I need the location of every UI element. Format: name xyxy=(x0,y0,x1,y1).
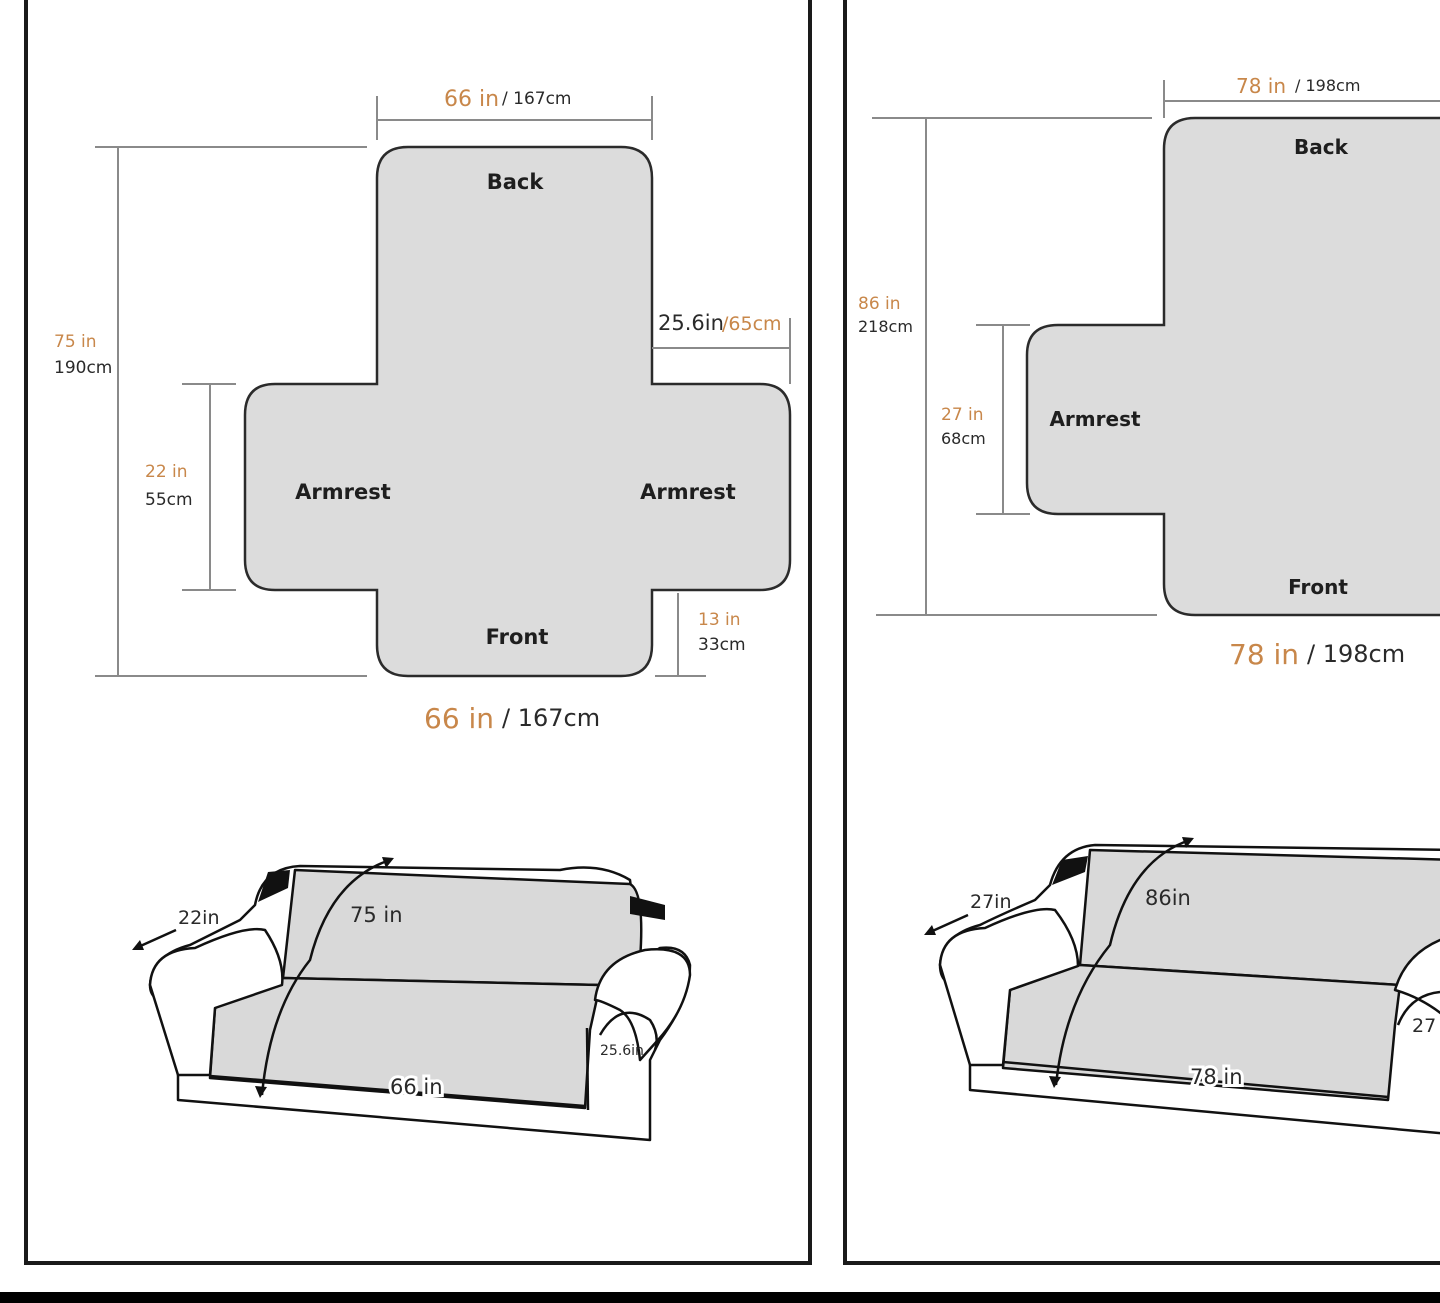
right-bottom-width-cm: / 198cm xyxy=(1307,640,1405,668)
left-arm-depth-in: 22 in xyxy=(145,462,188,482)
left-armrest-label: Armrest xyxy=(295,480,391,504)
left-arm-width-in: 25.6in xyxy=(658,311,724,335)
right-arm-depth-in: 27 in xyxy=(941,405,984,425)
left-arm-width-cm: /65cm xyxy=(722,313,782,335)
left-sofa-illustration: 75 in 22in 66 in 25.6in xyxy=(132,857,692,1142)
left-sofa-left-arm xyxy=(148,927,284,1077)
left-front-drop-in: 13 in xyxy=(698,610,741,630)
left-arm-depth-cm: 55cm xyxy=(145,490,193,510)
left-top-width-in: 66 in xyxy=(444,87,499,112)
left-back-label: Back xyxy=(487,170,545,194)
right-back-label: Back xyxy=(1294,135,1349,159)
left-cover-shape xyxy=(243,145,792,678)
left-sofa-width-label: 66 in xyxy=(390,1075,443,1099)
arrow-head xyxy=(924,925,936,935)
arrow-head xyxy=(382,857,394,868)
left-panel-frame xyxy=(24,0,812,1265)
right-front-label: Front xyxy=(1288,575,1348,599)
right-sofa-length-label: 86in xyxy=(1145,886,1191,910)
right-top-width-in: 78 in xyxy=(1236,74,1286,98)
right-sofa-left-arm xyxy=(938,907,1080,1067)
arrow-head xyxy=(255,1086,267,1098)
right-arm-depth-cm: 68cm xyxy=(941,429,986,448)
right-sofa-length-arrow xyxy=(1054,838,1191,1086)
left-sofa-armwidth-arrow xyxy=(598,1011,658,1051)
right-armrest-label: Armrest xyxy=(640,480,736,504)
left-bottom-width-in: 66 in xyxy=(424,702,494,735)
arrow-head xyxy=(1182,837,1194,848)
right-sofa-armwidth-label: 27 xyxy=(1412,1015,1436,1037)
left-sofa-length-arrow xyxy=(260,858,391,1096)
right-cover-plan: 78 in / 198cm 86 in 218cm 27 in 68cm Bac… xyxy=(858,74,1440,671)
left-sofa-back-cover xyxy=(281,868,643,987)
right-sofa-strap xyxy=(1052,856,1088,885)
right-length-in: 86 in xyxy=(858,294,901,314)
right-sofa-illustration: 86in 27in 78 in 27 xyxy=(924,837,1440,1135)
left-length-cm: 190cm xyxy=(54,358,112,378)
left-front-drop-cm: 33cm xyxy=(698,635,746,655)
right-sofa-arm-arrow xyxy=(927,913,969,935)
arrow-head xyxy=(1049,1076,1061,1088)
left-sofa-arm-arrow xyxy=(135,928,177,950)
left-sofa-strap xyxy=(630,896,665,920)
right-sofa-arm-label: 27in xyxy=(970,891,1012,913)
left-cover-plan: 66 in / 167cm 75 in 190cm 22 in 55cm 25.… xyxy=(54,87,792,735)
right-panel-frame xyxy=(843,0,1440,1265)
left-top-width-cm: / 167cm xyxy=(502,89,572,109)
right-sofa-seat-cover xyxy=(1001,963,1402,1102)
right-cover-shape xyxy=(1025,116,1440,617)
left-sofa-seat-edge xyxy=(585,1027,590,1111)
right-length-cm: 218cm xyxy=(858,317,913,336)
left-length-in: 75 in xyxy=(54,332,97,352)
left-bottom-width-cm: / 167cm xyxy=(502,704,600,732)
bottom-black-bar xyxy=(0,1292,1440,1303)
left-sofa-width-arrow xyxy=(209,1074,586,1108)
left-sofa-armwidth-label: 25.6in xyxy=(600,1043,644,1059)
right-bottom-width-in: 78 in xyxy=(1229,638,1299,671)
left-sofa-right-arm xyxy=(593,948,692,1062)
right-sofa-back-cover xyxy=(1078,848,1440,987)
left-sofa-arm-label: 22in xyxy=(178,907,220,929)
left-sofa-strap xyxy=(258,870,290,902)
right-armrest-label: Armrest xyxy=(1049,407,1141,431)
right-sofa-width-label: 78 in xyxy=(1190,1065,1243,1089)
right-top-width-cm: / 198cm xyxy=(1295,76,1360,95)
arrow-head xyxy=(132,940,144,950)
right-sofa-width-arrow xyxy=(1002,1060,1389,1099)
right-sofa-armwidth-arrow xyxy=(1396,990,1440,1026)
left-front-label: Front xyxy=(486,625,549,649)
left-sofa-length-label: 75 in xyxy=(350,903,403,927)
